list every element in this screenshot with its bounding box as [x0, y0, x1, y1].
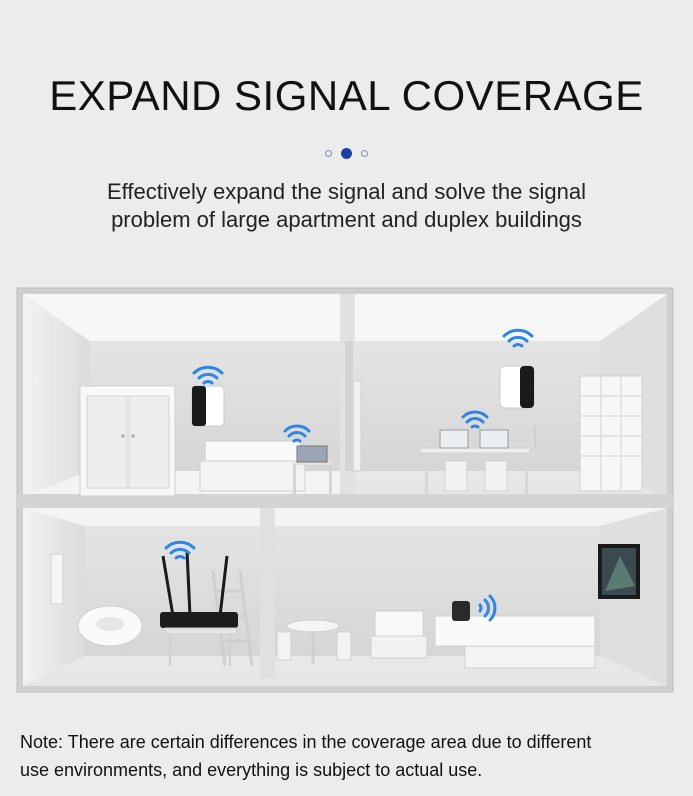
wifi-icon: [502, 328, 534, 348]
note-line-2: use environments, and everything is subj…: [20, 760, 483, 780]
note-line-1: Note: There are certain differences in t…: [20, 732, 592, 752]
page-title: EXPAND SIGNAL COVERAGE: [49, 72, 644, 119]
description: Effectively expand the signal and solve …: [40, 178, 653, 234]
wifi-icon: [478, 594, 497, 622]
disclaimer-note: Note: There are certain differences in t…: [20, 728, 680, 784]
carousel-indicator: [0, 148, 693, 159]
wifi-icon: [283, 424, 311, 443]
house-illustration: [15, 286, 675, 696]
carousel-dot-active[interactable]: [341, 148, 352, 159]
wifi-icon: [164, 540, 196, 560]
description-line-1: Effectively expand the signal and solve …: [106, 179, 586, 204]
wifi-icon: [192, 365, 224, 385]
carousel-dot[interactable]: [361, 150, 368, 157]
carousel-dot[interactable]: [325, 150, 332, 157]
description-line-2: problem of large apartment and duplex bu…: [111, 207, 582, 232]
wifi-icon: [461, 410, 489, 429]
